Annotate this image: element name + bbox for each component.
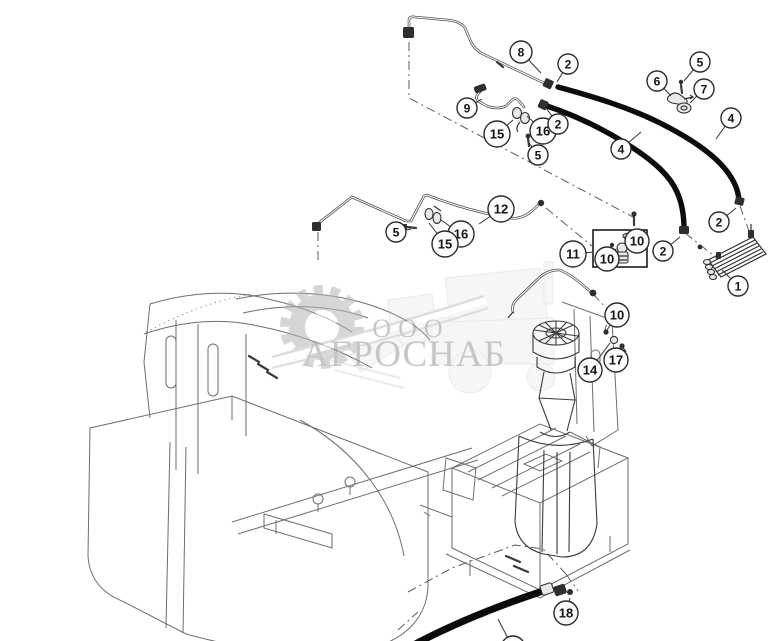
callout-circle[interactable] (553, 600, 579, 626)
watermark-company-name: АГРОСНАБ (302, 334, 506, 375)
pipe-8 (403, 15, 554, 90)
callout-circle[interactable] (527, 144, 549, 166)
callout-18[interactable]: 18 (553, 597, 579, 626)
callout-circle[interactable] (603, 347, 629, 373)
callout-12[interactable]: 12 (478, 195, 515, 225)
callout-number: 11 (566, 247, 580, 262)
hose-13 (413, 582, 573, 641)
callout-number: 10 (600, 252, 614, 267)
callout-circle[interactable] (487, 195, 515, 223)
oil-cooler (697, 224, 767, 281)
callout-13[interactable]: 13 (497, 618, 525, 641)
callout-number: 10 (630, 234, 644, 249)
callout-17[interactable]: 17 (603, 346, 629, 373)
callout-circle[interactable] (727, 275, 749, 297)
watermark: ООО АГРОСНАБ (269, 261, 556, 394)
callout-layer: 8256791516254412516151110102211017141813 (385, 40, 749, 641)
callout-circle[interactable] (431, 230, 459, 258)
fuel-filler-assembly (514, 320, 598, 558)
callout-circle[interactable] (594, 246, 620, 272)
callout-number: 7 (701, 82, 708, 96)
callout-5[interactable]: 5 (385, 221, 412, 243)
callout-5[interactable]: 5 (683, 51, 711, 82)
callout-2[interactable]: 2 (708, 207, 737, 233)
callout-10[interactable]: 10 (594, 246, 620, 272)
callout-number: 5 (535, 148, 542, 162)
callout-circle[interactable] (547, 113, 569, 135)
callout-circle[interactable] (708, 211, 730, 233)
callout-1[interactable]: 1 (721, 269, 749, 297)
callout-10[interactable]: 10 (623, 228, 650, 254)
callout-8[interactable]: 8 (509, 40, 542, 74)
callout-2[interactable]: 2 (545, 107, 569, 135)
callout-number: 4 (728, 111, 735, 125)
callout-number: 8 (518, 45, 525, 59)
pipe-9 (473, 83, 531, 148)
callout-number: 5 (393, 225, 400, 239)
callout-circle[interactable] (557, 53, 579, 75)
callout-11[interactable]: 11 (559, 240, 594, 268)
callout-10[interactable]: 10 (604, 302, 630, 331)
callout-number: 2 (565, 57, 572, 71)
callout-circle[interactable] (604, 302, 630, 328)
callout-14[interactable]: 14 (577, 342, 611, 383)
machine-art (87, 292, 631, 641)
pipe-12 (312, 193, 545, 231)
callout-circle[interactable] (456, 97, 478, 119)
callout-6[interactable]: 6 (646, 70, 672, 97)
callout-circle[interactable] (610, 138, 632, 160)
callout-15[interactable]: 15 (428, 222, 459, 258)
callout-15[interactable]: 15 (483, 119, 514, 148)
callout-number: 18 (559, 606, 573, 621)
callout-2[interactable]: 2 (652, 236, 681, 262)
callout-9[interactable]: 9 (456, 97, 483, 119)
callout-number: 2 (660, 244, 667, 258)
callout-circle[interactable] (624, 228, 650, 254)
callout-4[interactable]: 4 (610, 131, 642, 160)
callout-5[interactable]: 5 (527, 142, 549, 166)
callout-number: 10 (610, 308, 624, 323)
callout-number: 9 (464, 101, 471, 115)
callout-2[interactable]: 2 (556, 53, 579, 83)
callout-circle[interactable] (693, 78, 715, 100)
callout-circle[interactable] (720, 107, 742, 129)
callout-circle[interactable] (559, 240, 587, 268)
callout-number: 17 (609, 353, 623, 368)
hose-4-lower (537, 99, 689, 234)
clamp-group (666, 79, 695, 114)
callout-number: 12 (494, 202, 508, 217)
callout-number: 15 (438, 237, 452, 252)
callout-number: 2 (716, 215, 723, 229)
callout-circle[interactable] (646, 70, 668, 92)
hose-4-upper (555, 84, 745, 206)
callout-circle[interactable] (483, 120, 511, 148)
callout-7[interactable]: 7 (689, 78, 715, 104)
watermark-gear-icon (269, 285, 489, 369)
callout-circle[interactable] (689, 51, 711, 73)
callout-circle[interactable] (577, 357, 603, 383)
callout-number: 16 (454, 227, 468, 242)
callout-number: 1 (735, 279, 742, 293)
callout-number: 15 (490, 127, 504, 142)
callout-leader-line (497, 618, 510, 641)
callout-number: 14 (583, 363, 598, 378)
callout-circle[interactable] (509, 40, 533, 64)
watermark-company-prefix: ООО (372, 314, 449, 343)
callout-number: 4 (618, 142, 625, 156)
callout-4[interactable]: 4 (715, 107, 742, 140)
vent-pipe (507, 268, 597, 319)
callout-number: 6 (654, 74, 661, 88)
callout-number: 5 (697, 55, 704, 69)
callout-circle[interactable] (652, 240, 674, 262)
filler-fittings (603, 329, 627, 353)
callout-number: 2 (555, 117, 562, 131)
callout-circle[interactable] (501, 635, 525, 641)
callout-number: 16 (536, 124, 550, 139)
callout-circle[interactable] (385, 221, 407, 243)
